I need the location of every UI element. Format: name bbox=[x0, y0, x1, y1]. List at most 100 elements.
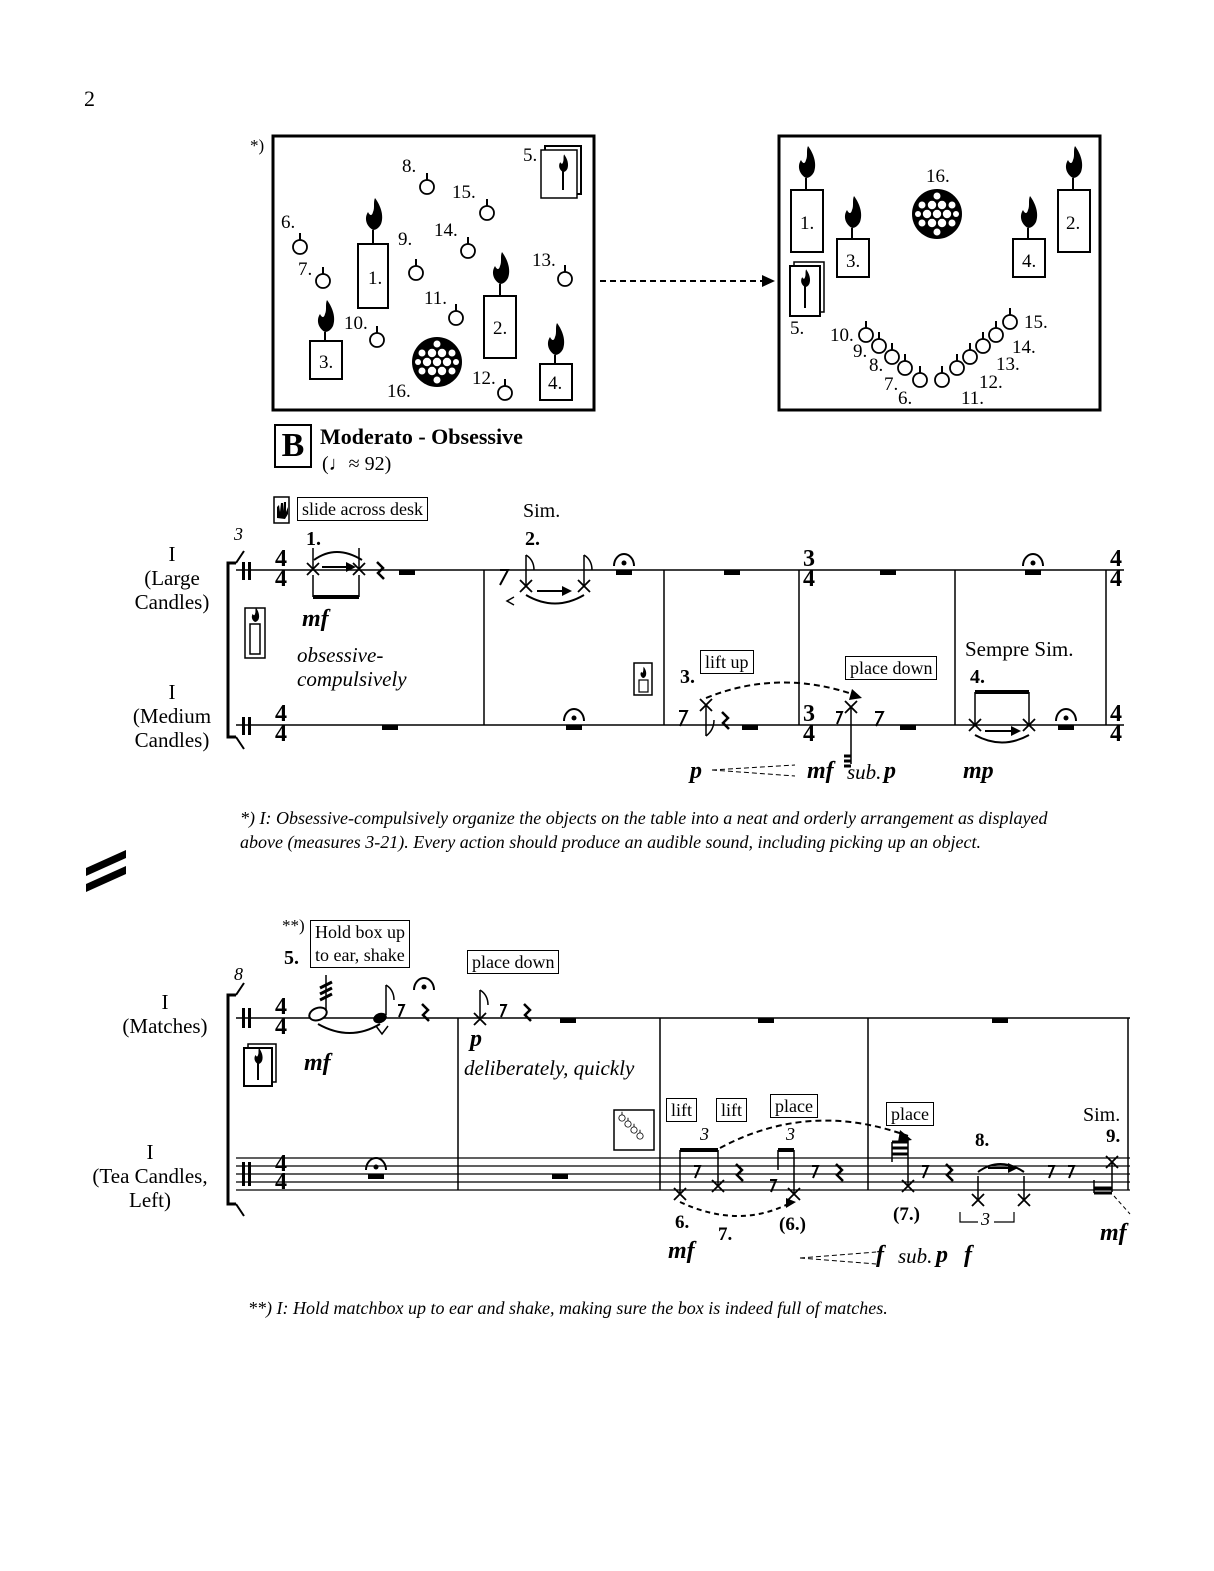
diagram-label: 4. bbox=[548, 373, 563, 394]
diagram-label: 2. bbox=[493, 318, 508, 339]
dynamic-p: p bbox=[936, 1242, 948, 1268]
time-sig-num: 4 bbox=[1110, 701, 1122, 727]
dynamic-p: p bbox=[884, 758, 896, 784]
diagram-label: 4. bbox=[1022, 251, 1037, 272]
dynamic-mf: mf bbox=[1100, 1220, 1127, 1246]
instruction-box: slide across desk bbox=[297, 497, 428, 521]
staff-label-bottom: I (Tea Candles, Left) bbox=[78, 1140, 222, 1212]
action-number: 6. bbox=[675, 1212, 690, 1233]
diagram-label: 14. bbox=[1012, 337, 1036, 358]
time-sig-den: 4 bbox=[1110, 721, 1122, 747]
diagram-label: 7. bbox=[884, 374, 899, 395]
expression-text: deliberately, quickly bbox=[464, 1056, 635, 1080]
dynamic-mf: mf bbox=[807, 758, 834, 784]
diagram-label: 13. bbox=[532, 250, 556, 271]
instruction-line: Hold box up bbox=[315, 922, 405, 942]
time-sig-den: 4 bbox=[1110, 566, 1122, 592]
time-sig-num: 4 bbox=[275, 1151, 287, 1177]
instruction-box: place bbox=[886, 1102, 934, 1126]
diagram-label: 12. bbox=[472, 368, 496, 389]
staff-label-line: I bbox=[168, 542, 176, 566]
diagram-label: 6. bbox=[281, 212, 296, 233]
dynamic-p: p bbox=[690, 758, 702, 784]
measure-number: 8 bbox=[234, 964, 243, 984]
time-sig-num: 4 bbox=[275, 701, 287, 727]
sim-marking: Sim. bbox=[1083, 1104, 1121, 1126]
dynamic-f: f bbox=[964, 1242, 972, 1268]
action-number: 5. bbox=[284, 947, 299, 969]
instruction-line: to ear, shake bbox=[315, 945, 405, 965]
diagram-label: 7. bbox=[298, 259, 313, 280]
footnote-text: I: Hold matchbox up to ear and shake, ma… bbox=[276, 1298, 888, 1318]
dynamic-p: p bbox=[470, 1026, 482, 1052]
time-sig-num: 3 bbox=[803, 546, 815, 572]
rehearsal-letter: B bbox=[281, 427, 305, 464]
instruction-box: place down bbox=[467, 950, 560, 974]
sub-marking: sub. bbox=[898, 1244, 933, 1268]
action-number: (7.) bbox=[893, 1204, 920, 1225]
instruction-box: place down bbox=[845, 656, 938, 680]
tuplet-number: 3 bbox=[981, 1209, 990, 1229]
action-number: 7. bbox=[718, 1224, 733, 1245]
rehearsal-mark: B bbox=[274, 424, 312, 468]
page-number: 2 bbox=[84, 86, 95, 111]
diagram-label: 13. bbox=[996, 354, 1020, 375]
staff-label-line: Left) bbox=[129, 1188, 171, 1212]
footnote-marker: **) bbox=[248, 1298, 272, 1318]
time-sig-den: 4 bbox=[275, 1169, 287, 1195]
diagram-label: 10. bbox=[344, 313, 368, 334]
time-sig-den: 4 bbox=[275, 1014, 287, 1040]
sempre-sim-marking: Sempre Sim. bbox=[965, 637, 1074, 661]
time-sig-num: 4 bbox=[275, 994, 287, 1020]
action-number: 4. bbox=[970, 666, 985, 688]
footnote-marker: *) bbox=[240, 808, 255, 828]
expression-text: compulsively bbox=[297, 667, 407, 691]
staff-label-top: I (Matches) bbox=[108, 990, 222, 1038]
staff-label-bottom: I (Medium Candles) bbox=[122, 680, 222, 752]
footnote-marker-2: **) bbox=[282, 916, 305, 935]
dynamic-f: f bbox=[876, 1242, 884, 1268]
diagram-label: 15. bbox=[452, 182, 476, 203]
diagram-label: 8. bbox=[869, 355, 884, 376]
time-sig-den: 4 bbox=[803, 566, 815, 592]
staff-label-line: (Medium bbox=[132, 704, 212, 728]
footnote-2: **) I: Hold matchbox up to ear and shake… bbox=[248, 1296, 1078, 1320]
instruction-box: Hold box up to ear, shake bbox=[310, 920, 410, 968]
staff-label-line: I bbox=[146, 1140, 154, 1164]
diagram-label: 5. bbox=[790, 318, 805, 339]
diagram-label: 9. bbox=[853, 341, 868, 362]
action-number: 8. bbox=[975, 1130, 990, 1151]
footnote-text: I: Obsessive-compulsively organize the o… bbox=[240, 808, 1048, 852]
measure-number: 3 bbox=[234, 524, 243, 544]
staff-label-top: I (Large Candles) bbox=[122, 542, 222, 614]
staff-label-line: (Tea Candles, bbox=[92, 1164, 208, 1188]
diagram-label: 16. bbox=[926, 166, 950, 187]
diagram-label: 10. bbox=[830, 325, 854, 346]
staff-label-line: I bbox=[168, 680, 176, 704]
diagram-label: 16. bbox=[387, 381, 411, 402]
diagram-label: 2. bbox=[1066, 213, 1081, 234]
time-sig-num: 3 bbox=[803, 701, 815, 727]
instruction-box: lift bbox=[716, 1098, 747, 1122]
action-number: 1. bbox=[306, 528, 321, 550]
staff-label-line: I bbox=[161, 990, 169, 1014]
time-sig-den: 4 bbox=[275, 566, 287, 592]
staff-label-line: (Matches) bbox=[122, 1014, 208, 1038]
sub-marking: sub. bbox=[847, 760, 882, 784]
diagram-label: 11. bbox=[961, 388, 985, 409]
time-sig-den: 4 bbox=[803, 721, 815, 747]
diagram-label: 11. bbox=[424, 288, 448, 309]
diagram-label: 15. bbox=[1024, 312, 1048, 333]
diagram-label: 1. bbox=[368, 268, 383, 289]
metronome-mark: (♩≈ 92) bbox=[322, 453, 392, 475]
diagram-label: 3. bbox=[846, 251, 861, 272]
diagram-label: 8. bbox=[402, 156, 417, 177]
time-sig-num: 4 bbox=[275, 546, 287, 572]
tuplet-number: 3 bbox=[700, 1124, 709, 1144]
instruction-box: lift up bbox=[700, 650, 754, 674]
time-sig-num: 4 bbox=[1110, 546, 1122, 572]
